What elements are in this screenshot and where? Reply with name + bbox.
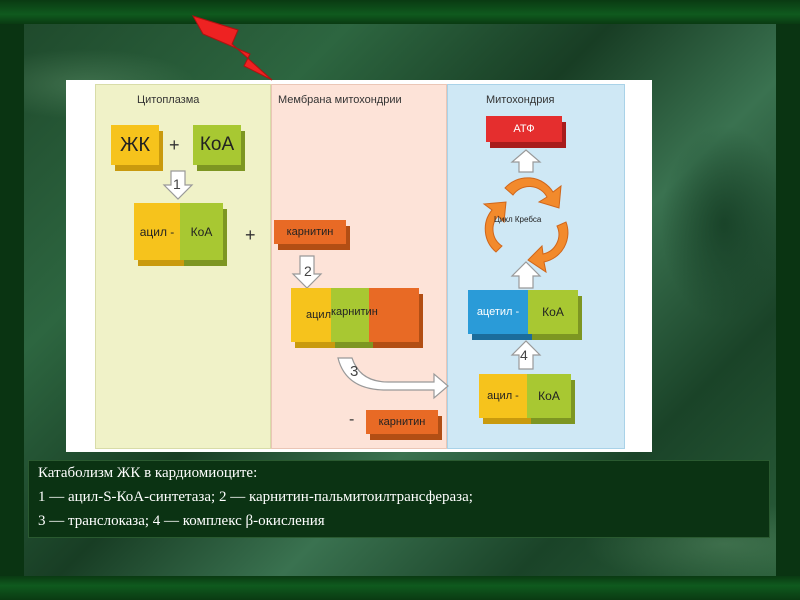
step-3-label: 3 — [350, 363, 359, 380]
left-frame — [0, 24, 24, 576]
minus-sign: - — [349, 411, 355, 428]
coa-block-4: КоА — [527, 374, 571, 418]
acylcarnitine-label: карнитин — [331, 306, 378, 318]
arrow-to-atp — [510, 149, 542, 173]
mitochondria-title: Митохондрия — [486, 94, 555, 106]
atp-block: АТФ — [486, 116, 562, 142]
acylcarnitine-block-acyl: ацил — [291, 288, 331, 342]
step-1-label: 1 — [173, 176, 181, 192]
acyl-block-2: ацил - — [479, 374, 527, 418]
arrow-step-3 — [337, 357, 449, 400]
caption-line-3: 3 — транслоказа; 4 — комплекс β-окислени… — [38, 513, 325, 529]
coa-block-2: КоА — [180, 203, 223, 260]
arrow-to-krebs — [510, 261, 542, 289]
top-frame-bar — [0, 0, 800, 24]
arrow-step-2 — [291, 255, 323, 289]
acetyl-block: ацетил - — [468, 290, 528, 334]
coa-block-3: КоА — [528, 290, 578, 334]
caption-line-1: Катаболизм ЖК в кардиомиоците: — [38, 465, 258, 481]
carnitine-block-2: карнитин — [366, 410, 438, 434]
coa-block-1: КоА — [193, 125, 241, 165]
membrane-title: Мембрана митохондрии — [278, 94, 402, 106]
acylcarnitine-block-orange — [369, 288, 419, 342]
arrow-step-4 — [510, 340, 542, 370]
arrow-step-1 — [162, 170, 194, 200]
lightning-icon — [191, 15, 273, 81]
step-2-label: 2 — [304, 263, 312, 279]
fatty-acid-block: ЖК — [111, 125, 159, 165]
plus-sign-1: + — [169, 135, 180, 155]
caption-line-2: 1 — ацил-S-КоА-синтетаза; 2 — карнитин-п… — [38, 489, 473, 505]
cytoplasm-title: Цитоплазма — [137, 94, 200, 106]
carnitine-block-1: карнитин — [274, 220, 346, 244]
krebs-cycle-label: Цикл Кребса — [494, 215, 542, 224]
krebs-cycle-arrows — [482, 177, 569, 274]
caption-box: Катаболизм ЖК в кардиомиоците: 1 — ацил-… — [28, 460, 770, 538]
acylcarnitine-block-middle — [331, 288, 369, 342]
bottom-frame-bar — [0, 576, 800, 600]
acyl-block-1: ацил - — [134, 203, 180, 260]
step-4-label: 4 — [520, 347, 528, 363]
right-frame — [776, 24, 800, 576]
plus-sign-2: + — [245, 225, 256, 245]
